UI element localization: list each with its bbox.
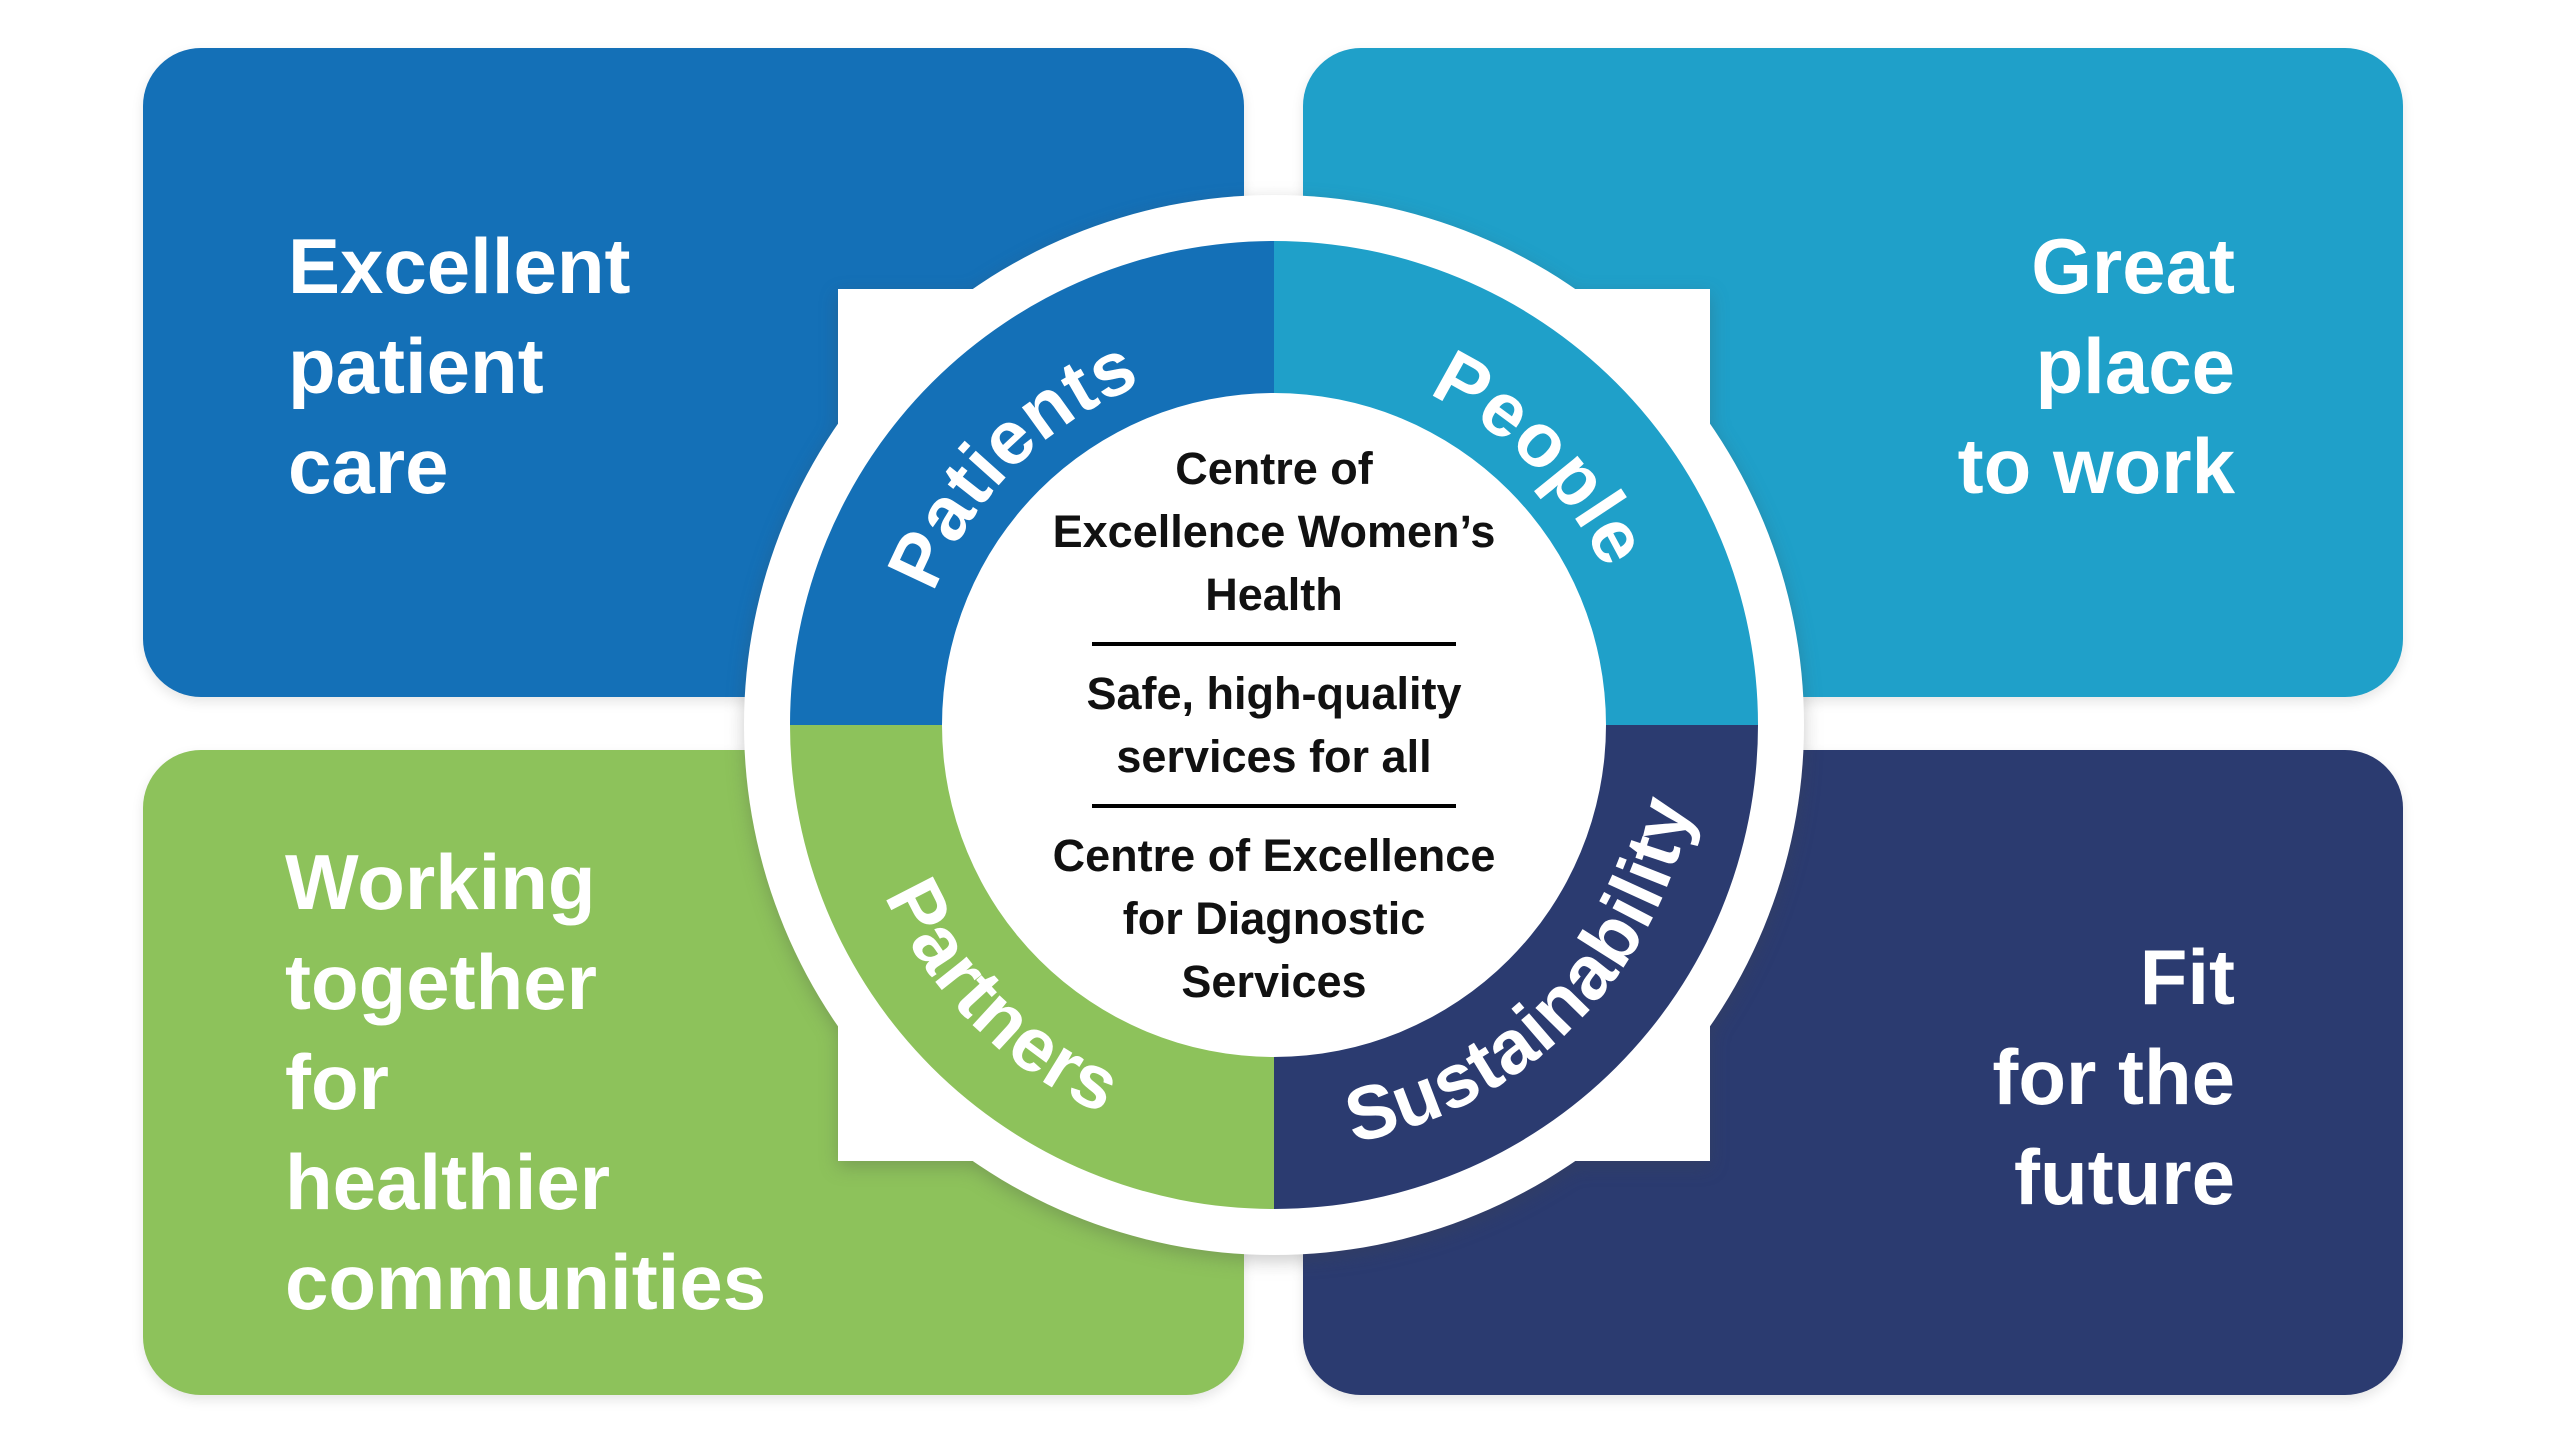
card-line: Great [2031,222,2235,310]
card-line: Excellent [288,222,631,310]
divider-line [1092,804,1456,808]
ring-segment-patients [790,241,1274,725]
centre-line: Safe, high-quality [1086,668,1462,719]
centre-line: for Diagnostic [1122,893,1426,944]
centre-line: Services [1181,956,1367,1007]
card-line: for the [1992,1033,2235,1121]
ring-segment-sustainability [1274,725,1758,1209]
card-line: to work [1957,422,2235,510]
centre-line: Centre of Excellence [1052,830,1496,881]
centre-line: Excellence Women’s [1052,506,1496,557]
centre-statement-block: Centre of Excellence Women’s Health Safe… [944,393,1604,1057]
card-partners-text: Working together for healthier communiti… [285,832,766,1332]
card-line: place [2035,322,2235,410]
card-line: future [2014,1133,2235,1221]
card-line: together [285,938,597,1026]
divider-line [1092,642,1456,646]
card-line: communities [285,1238,767,1326]
card-line: for [285,1038,389,1126]
centre-line: services for all [1116,731,1432,782]
card-sustainability-text: Fit for the future [1992,927,2235,1227]
card-line: Fit [2139,933,2235,1021]
card-line: care [288,422,449,510]
ring-segment-partners [790,725,1274,1209]
centre-line: Health [1205,569,1343,620]
card-patients-text: Excellent patient care [288,216,631,516]
card-line: patient [288,322,544,410]
ring-segment-people [1274,241,1758,725]
centre-line: Centre of [1175,443,1373,494]
card-people-text: Great place to work [1958,216,2235,516]
card-line: healthier [285,1138,611,1226]
card-line: Working [285,838,596,926]
